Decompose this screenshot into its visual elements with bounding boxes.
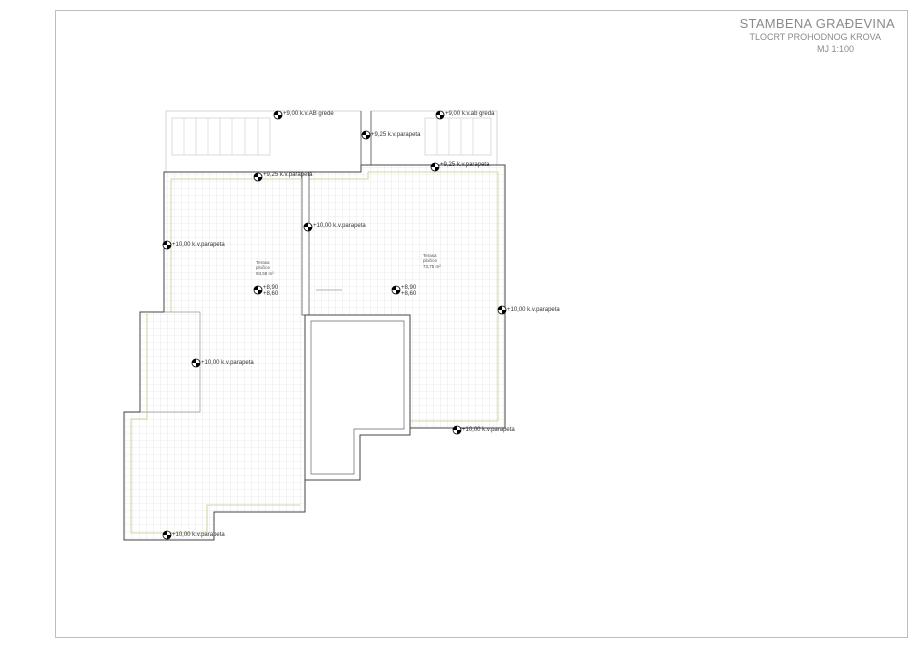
- svg-text:Terasa: Terasa: [423, 253, 437, 258]
- level-marker: +10,00 k.v.parapeta: [497, 305, 560, 315]
- svg-text:+10,00 k.v.parapeta: +10,00 k.v.parapeta: [172, 532, 225, 538]
- svg-text:93,58 m²: 93,58 m²: [256, 271, 274, 276]
- room-label-terrace-2: Terasa pločice 73,75 m² +8,90 +8,60: [391, 253, 441, 297]
- drawing-title: TLOCRT PROHODNOG KROVA: [749, 32, 881, 42]
- svg-text:+8,60: +8,60: [263, 291, 279, 297]
- svg-text:Terasa: Terasa: [256, 260, 270, 265]
- svg-text:pločice: pločice: [256, 265, 271, 270]
- svg-text:+8,60: +8,60: [401, 291, 417, 297]
- level-marker: +10,00 k.v.parapeta: [452, 425, 515, 435]
- level-marker: +10,00 k.v.parapeta: [191, 358, 254, 368]
- roof-opening: [304, 314, 411, 481]
- dividing-wall: [301, 171, 310, 316]
- parapet-inner-edge: [130, 171, 499, 534]
- room-label-terrace-1: Terasa pločice 93,58 m² +8,90 +8,60: [253, 260, 279, 297]
- svg-text:+10,00 k.v.parapeta: +10,00 k.v.parapeta: [507, 307, 560, 313]
- balcony-right: [370, 110, 498, 166]
- level-marker: +9,25 k.v.parapeta: [253, 172, 313, 182]
- svg-text:+9,25 k.v.parapeta: +9,25 k.v.parapeta: [263, 172, 313, 178]
- project-title: STAMBENA GRAĐEVINA: [739, 16, 895, 31]
- level-marker: +10,00 k.v.parapeta: [162, 530, 225, 540]
- svg-text:+10,00 k.v.parapeta: +10,00 k.v.parapeta: [172, 242, 225, 248]
- level-marker: +10,00 k.v.parapeta: [303, 222, 366, 232]
- level-marker: +9,00 k.v.ab greda: [435, 110, 495, 120]
- svg-text:73,75 m²: 73,75 m²: [423, 264, 441, 269]
- balcony-left: [165, 110, 362, 173]
- drawing-scale: MJ 1:100: [816, 44, 854, 54]
- svg-text:+9,00 k.v.ab greda: +9,00 k.v.ab greda: [445, 111, 495, 117]
- level-marker: +9,25 k.v.parapeta: [361, 130, 421, 140]
- svg-text:+8,90: +8,90: [263, 285, 279, 291]
- svg-text:+9,25 k.v.parapeta: +9,25 k.v.parapeta: [440, 162, 490, 168]
- svg-text:+10,00 k.v.parapeta: +10,00 k.v.parapeta: [462, 427, 515, 433]
- svg-text:pločice: pločice: [423, 258, 438, 263]
- svg-text:+8,90: +8,90: [401, 285, 417, 291]
- level-marker: +10,00 k.v.parapeta: [162, 240, 225, 250]
- svg-text:+9,00 k.v.AB grede: +9,00 k.v.AB grede: [283, 111, 334, 117]
- svg-text:+10,00 k.v.parapeta: +10,00 k.v.parapeta: [313, 223, 366, 229]
- svg-text:+9,25 k.v.parapeta: +9,25 k.v.parapeta: [371, 132, 421, 138]
- drawing-frame: [55, 10, 908, 638]
- svg-text:+10,00 k.v.parapeta: +10,00 k.v.parapeta: [201, 360, 254, 366]
- level-marker: +9,25 k.v.parapeta: [430, 162, 490, 172]
- level-marker: +9,00 k.v.AB grede: [273, 110, 334, 120]
